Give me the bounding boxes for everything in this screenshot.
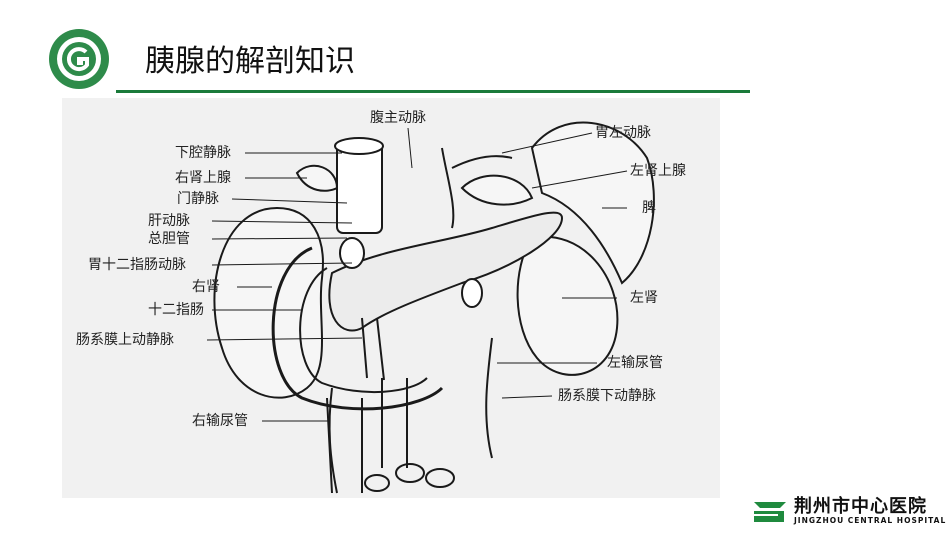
label-spleen: 脾 (642, 200, 656, 216)
label-inferior-vena-cava: 下腔静脉 (175, 145, 231, 161)
hospital-name: 荆州市中心医院 (794, 492, 927, 518)
label-portal-vein: 门静脉 (177, 191, 219, 207)
label-superior-mesenteric-vessels: 肠系膜上动静脉 (76, 332, 174, 348)
label-left-ureter: 左输尿管 (607, 355, 663, 371)
hospital-brand: 荆州市中心医院 JINGZHOU CENTRAL HOSPITAL (750, 490, 945, 530)
label-right-kidney: 右肾 (192, 279, 220, 295)
label-common-bile-duct: 总胆管 (148, 231, 190, 247)
label-left-gastric-artery: 胃左动脉 (595, 125, 651, 141)
label-inferior-mesenteric-vessels: 肠系膜下动静脉 (558, 388, 656, 404)
pancreas-anatomy-diagram: 下腔静脉 右肾上腺 门静脉 肝动脉 总胆管 胃十二指肠动脉 右肾 十二指肠 肠系… (62, 98, 720, 498)
hospital-emblem-logo (48, 28, 110, 90)
label-left-adrenal-gland: 左肾上腺 (630, 163, 686, 179)
hospital-name-en: JINGZHOU CENTRAL HOSPITAL (794, 516, 946, 525)
anatomy-illustration (62, 98, 720, 498)
page-title: 胰腺的解剖知识 (145, 36, 355, 80)
title-divider (116, 90, 750, 93)
label-gastroduodenal-artery: 胃十二指肠动脉 (88, 257, 186, 273)
label-left-kidney: 左肾 (630, 290, 658, 306)
label-right-adrenal-gland: 右肾上腺 (175, 170, 231, 186)
label-abdominal-aorta: 腹主动脉 (370, 110, 426, 126)
hospital-mark-icon (750, 494, 790, 528)
label-duodenum: 十二指肠 (148, 302, 204, 318)
label-hepatic-artery: 肝动脉 (148, 213, 190, 229)
label-right-ureter: 右输尿管 (192, 413, 248, 429)
